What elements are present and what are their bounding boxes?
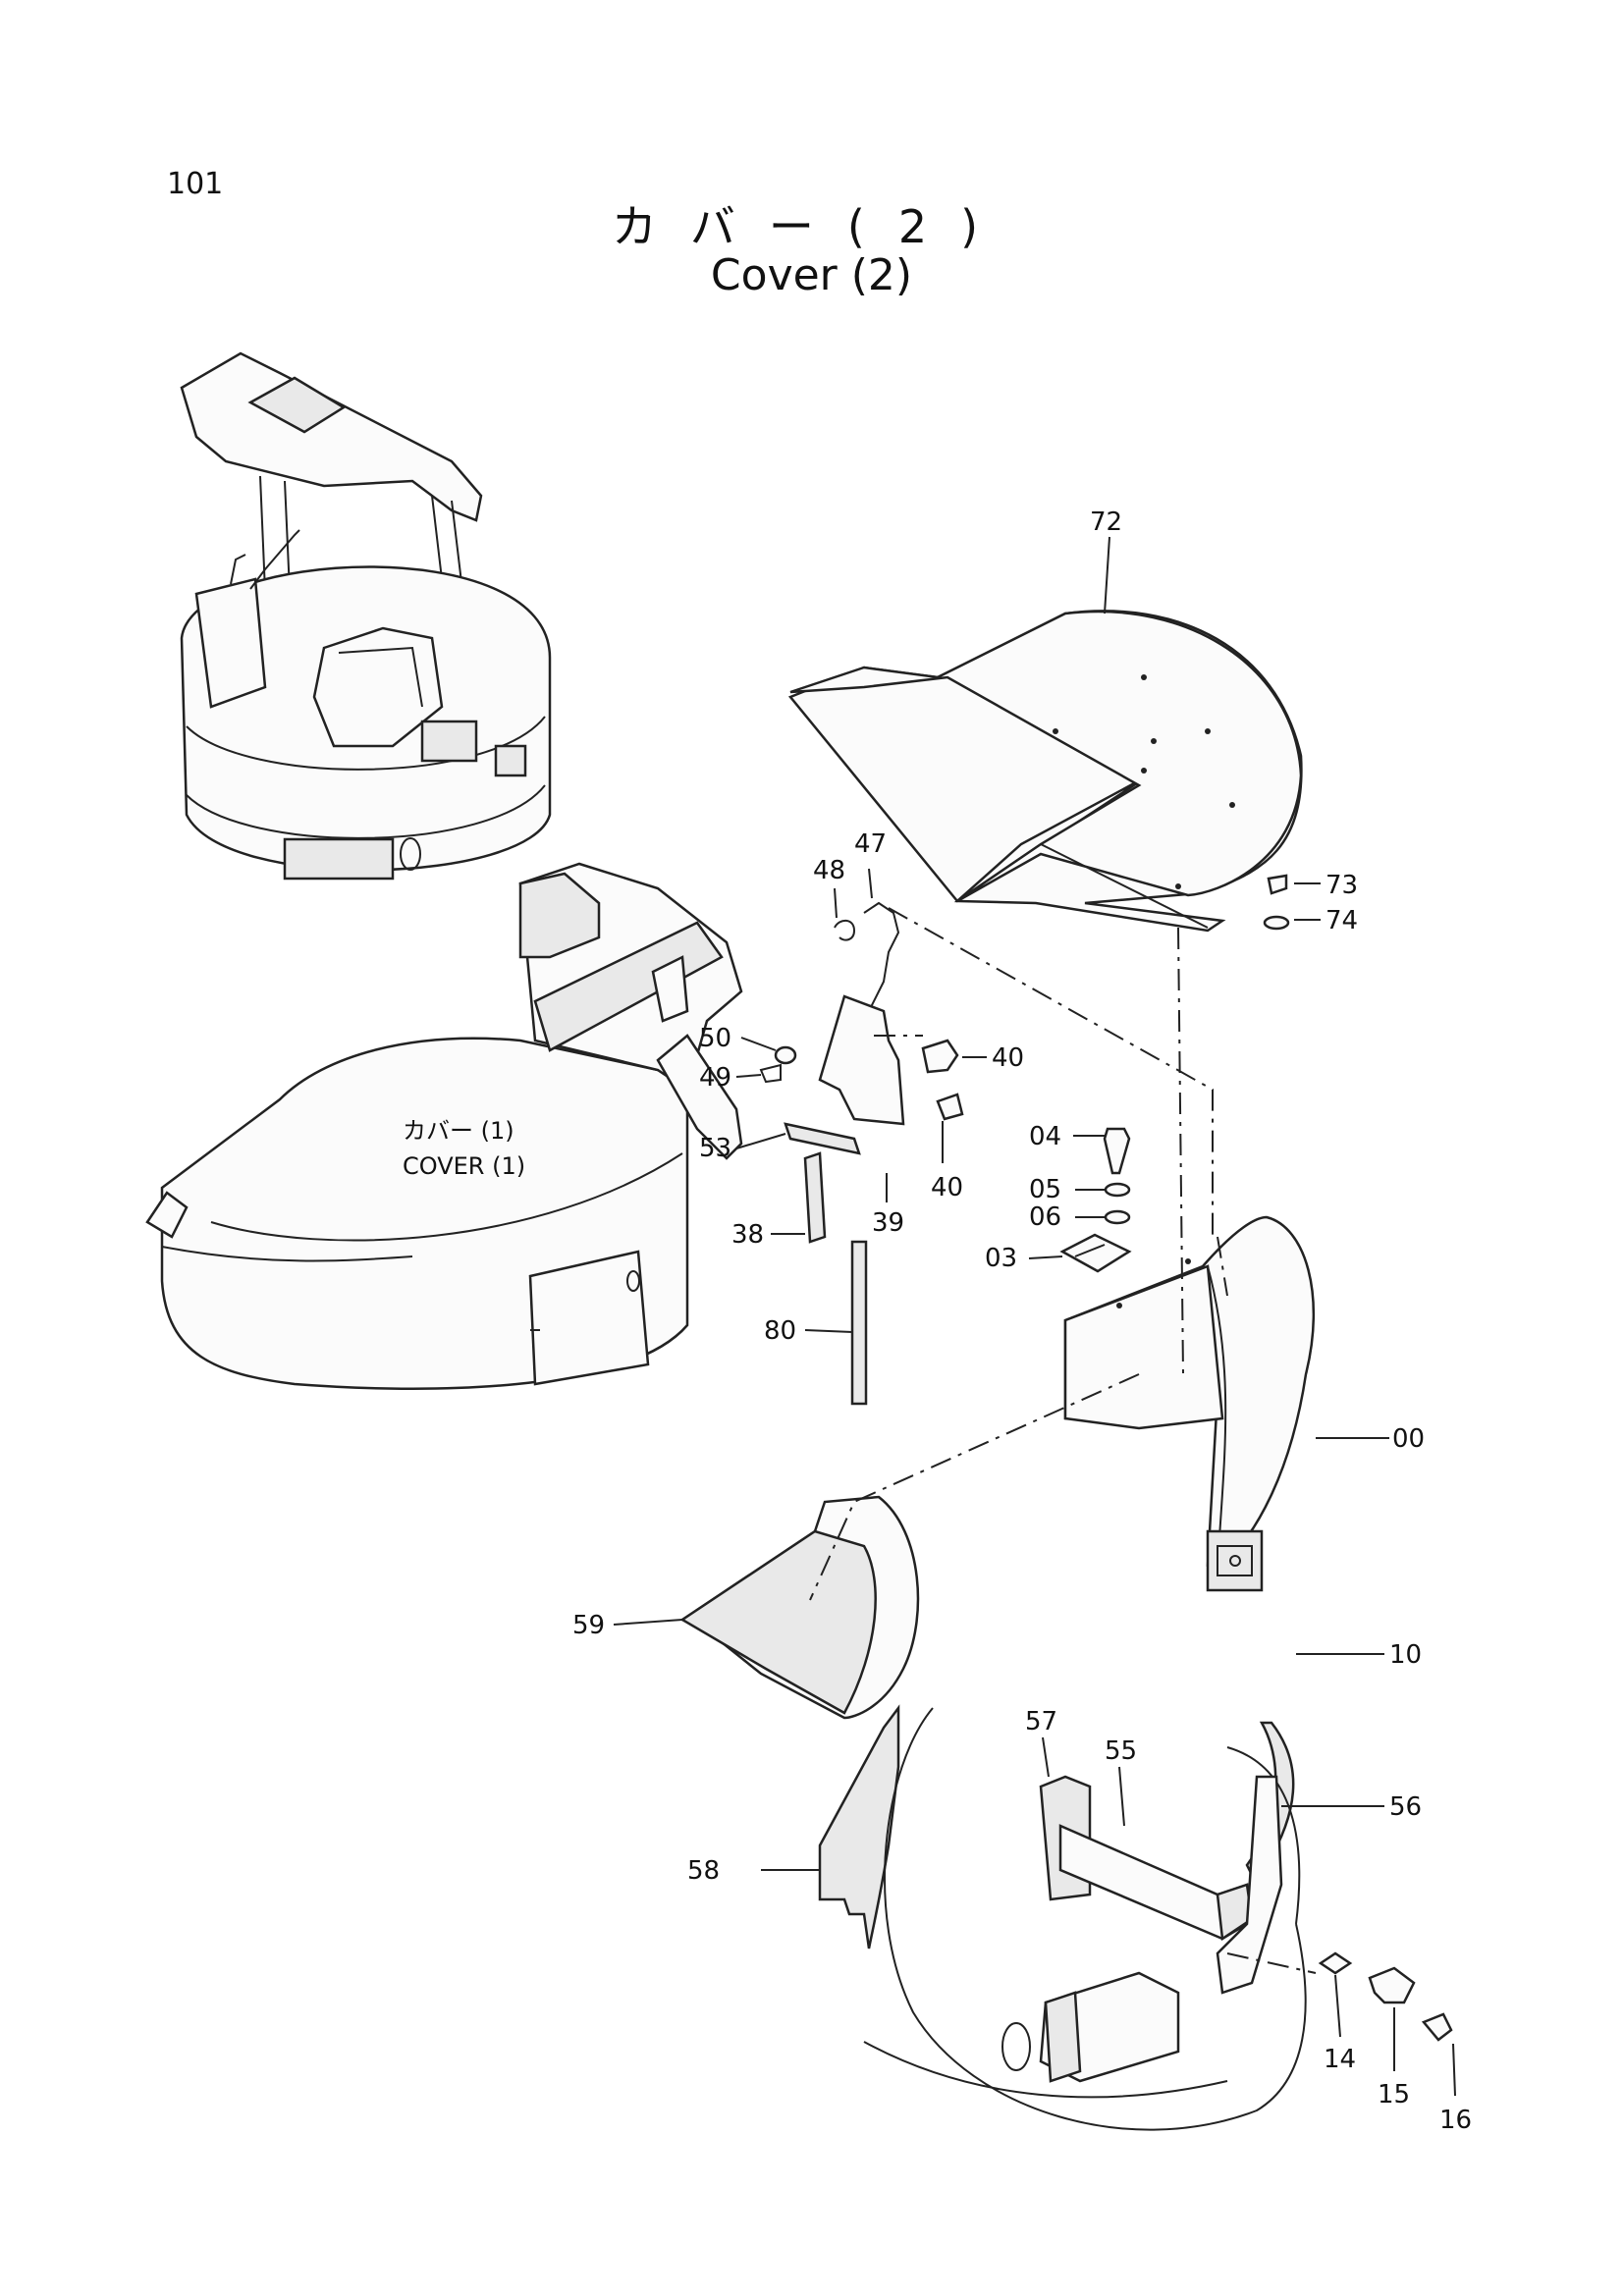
callout-15: 15	[1378, 2080, 1410, 2109]
cover-1-label-jp: カバー (1)	[403, 1117, 514, 1145]
part-72-top-cover	[787, 610, 1303, 933]
part-59-panel	[679, 1495, 920, 1720]
callout-80: 80	[764, 1316, 796, 1346]
callout-03: 03	[985, 1244, 1017, 1273]
callout-73: 73	[1325, 871, 1358, 900]
callout-14: 14	[1324, 2045, 1356, 2074]
callout-50: 50	[699, 1024, 731, 1053]
cover-1-label-en: COVER (1)	[403, 1152, 525, 1180]
callout-55: 55	[1105, 1736, 1137, 1766]
callout-00: 00	[1392, 1424, 1425, 1454]
callout-16: 16	[1439, 2106, 1472, 2135]
callout-49: 49	[699, 1063, 731, 1093]
part-00-main-cover	[1063, 1215, 1316, 1592]
callout-59: 59	[572, 1611, 605, 1640]
page-title-japanese: カバー(2)	[611, 200, 1012, 253]
callout-74: 74	[1325, 906, 1358, 935]
callout-57: 57	[1025, 1707, 1057, 1736]
callout-06: 06	[1029, 1202, 1061, 1232]
callout-39: 39	[872, 1208, 904, 1238]
callout-53: 53	[699, 1134, 731, 1163]
cover-1-assembly: カバー (1) COVER (1)	[145, 862, 743, 1390]
callout-40-upper: 40	[992, 1043, 1024, 1073]
callout-58: 58	[687, 1856, 720, 1886]
page-title-english: Cover (2)	[710, 250, 913, 300]
callout-40-lower: 40	[931, 1173, 963, 1202]
callout-48: 48	[813, 856, 845, 885]
callout-05: 05	[1029, 1175, 1061, 1204]
machine-overview-illustration	[180, 351, 552, 881]
hardware-parts	[759, 874, 1453, 2042]
assembly-dash-lines	[809, 907, 1317, 1974]
callout-47: 47	[854, 829, 887, 859]
callout-56: 56	[1389, 1792, 1422, 1822]
callout-10: 10	[1389, 1640, 1422, 1670]
page-number: 101	[167, 167, 224, 201]
callout-38: 38	[731, 1220, 764, 1250]
leader-lines	[613, 536, 1456, 2097]
part-58-side-panel	[818, 1704, 900, 1949]
callout-04: 04	[1029, 1122, 1061, 1151]
callout-72: 72	[1090, 507, 1122, 537]
lower-frame-assembly	[863, 1707, 1307, 2131]
part-callouts: 72 48 47 73 74 50 40 49 04 53 40 05 06 0…	[572, 507, 1472, 2135]
